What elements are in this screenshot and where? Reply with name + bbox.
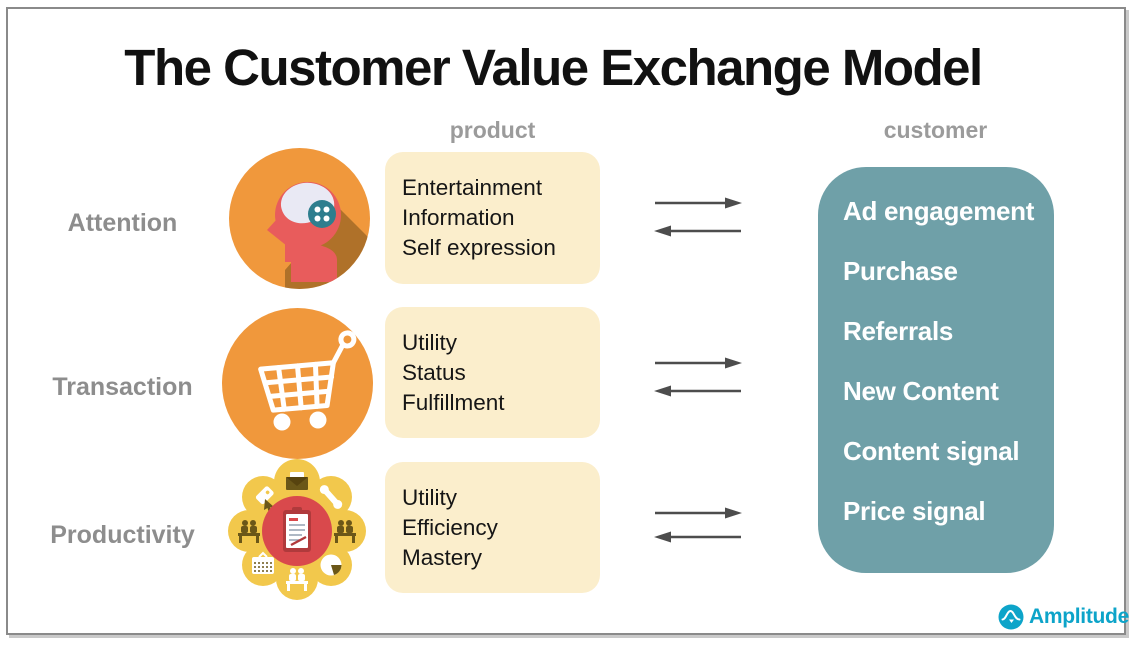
exchange-arrow-left-icon [654,531,741,543]
product-item: Self expression [402,235,556,260]
amplitude-logo: Amplitude [998,604,1129,630]
customer-item: Content signal [843,435,1020,466]
row-label-transaction: Transaction [52,373,193,401]
head-brain-icon [229,148,370,289]
envelope-icon [274,459,320,505]
amplitude-logo-text: Amplitude [1029,605,1129,628]
amplitude-logo-icon [998,604,1024,630]
page-title: The Customer Value Exchange Model [124,39,983,96]
product-item: Efficiency [402,514,498,540]
product-item: Status [402,359,466,385]
desk-team-icon [276,558,318,600]
product-box-transaction: Utility Status Fulfillment [385,307,600,438]
todo-clipboard-icon [262,496,332,566]
shopping-cart-icon [222,308,373,459]
column-header-customer: customer [883,117,988,143]
product-item: Fulfillment [402,389,505,415]
column-header-product: product [449,117,536,143]
exchange-arrow-right-icon [655,357,742,369]
customer-item: Ad engagement [843,195,1035,226]
exchange-arrow-right-icon [655,507,742,519]
product-box-attention: Entertainment Information Self expressio… [385,152,600,284]
desk-team-icon [324,510,366,552]
customer-item: Price signal [843,495,986,526]
customer-item: Referrals [843,315,954,346]
product-item: Mastery [402,544,483,570]
customer-item: New Content [843,375,999,406]
productivity-cluster-icon [228,459,366,600]
customer-item: Purchase [843,255,958,286]
desk-team-icon [228,510,270,552]
row-label-productivity: Productivity [50,521,195,549]
exchange-arrow-left-icon [654,385,741,397]
product-item: Utility [402,484,457,510]
product-item: Entertainment [402,175,543,200]
product-box-productivity: Utility Efficiency Mastery [385,462,600,593]
exchange-arrow-left-icon [654,225,741,237]
exchange-arrow-right-icon [655,197,742,209]
product-item: Utility [402,329,457,355]
customer-box: Ad engagement Purchase Referrals New Con… [818,167,1054,573]
product-item: Information [402,205,515,230]
row-label-attention: Attention [67,209,178,237]
